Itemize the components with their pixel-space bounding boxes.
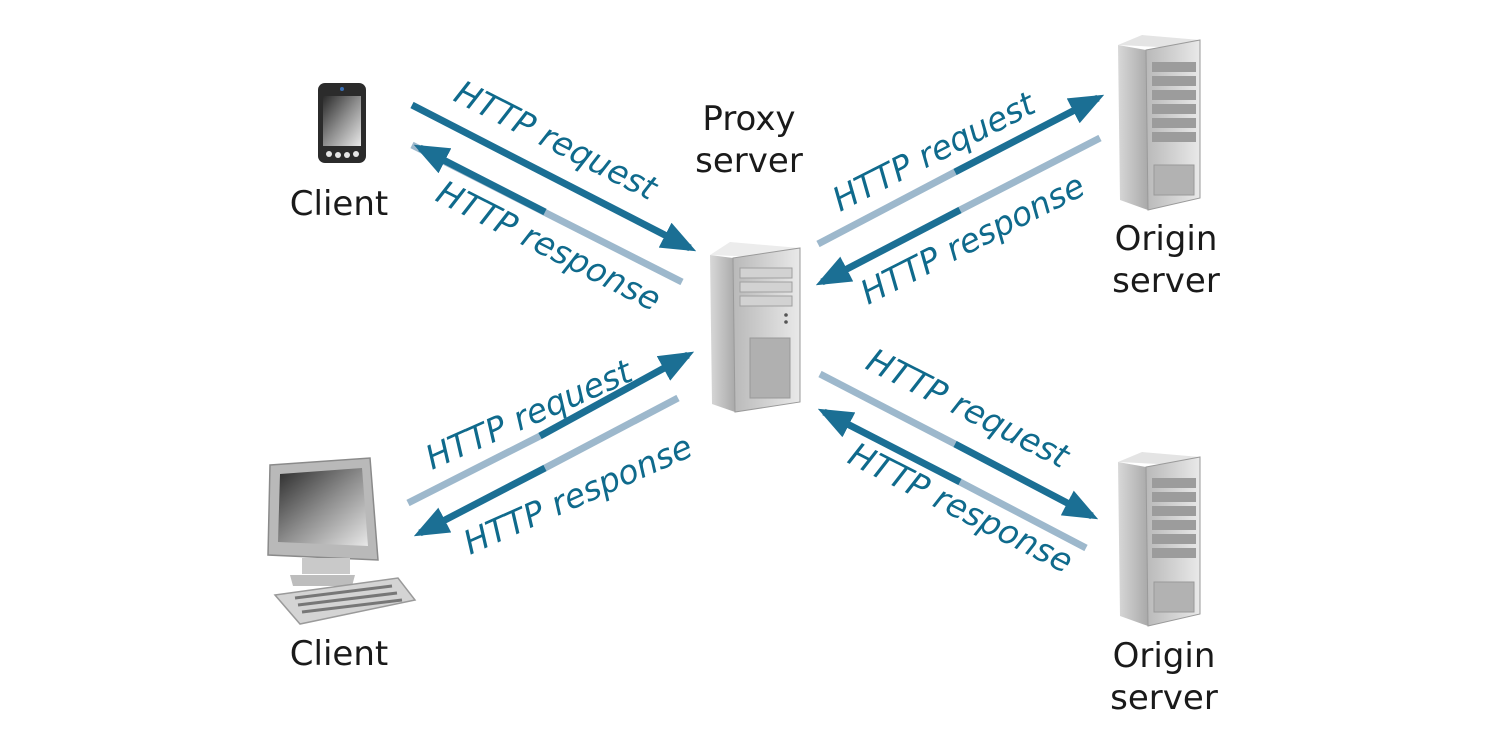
request-line [818, 370, 957, 448]
origin-label-line1: Origin [1113, 636, 1216, 676]
rack-server-icon [1118, 452, 1201, 627]
origin-label-line2: server [1110, 678, 1218, 718]
request-line [406, 432, 542, 507]
link-bottom-left: HTTP request HTTP response [406, 351, 698, 562]
proxy-label-line1: Proxy [702, 99, 795, 139]
request-label: HTTP request [419, 351, 638, 477]
origin-label-line1: Origin [1115, 219, 1218, 259]
client-bottom-node: Client [267, 457, 417, 674]
request-arrow [410, 101, 697, 252]
client-top-node: Client [290, 83, 388, 224]
response-arrow [413, 464, 547, 537]
smartphone-icon [318, 83, 366, 163]
response-arrow [413, 144, 547, 216]
link-bottom-right: HTTP request HTTP response [817, 340, 1099, 581]
proxy-server-node: Proxy server [695, 99, 803, 413]
proxy-label-line2: server [695, 141, 803, 181]
desktop-computer-icon [267, 457, 417, 625]
client-label: Client [290, 634, 388, 674]
response-arrow [815, 206, 962, 286]
origin-top-node: Origin server [1112, 35, 1220, 301]
request-arrow [953, 94, 1105, 176]
response-line [958, 134, 1102, 214]
origin-bottom-node: Origin server [1110, 452, 1218, 718]
response-line [958, 478, 1088, 552]
link-top-right: HTTP request HTTP response [815, 83, 1105, 312]
client-label: Client [290, 184, 388, 224]
request-arrow [538, 351, 695, 440]
request-line [816, 168, 957, 248]
link-top-left: HTTP request HTTP response [410, 72, 697, 319]
response-arrow [817, 408, 962, 486]
rack-server-icon [1118, 35, 1201, 211]
tower-server-icon [710, 242, 801, 413]
origin-label-line2: server [1112, 261, 1220, 301]
response-line [543, 394, 680, 472]
request-arrow [953, 440, 1099, 520]
